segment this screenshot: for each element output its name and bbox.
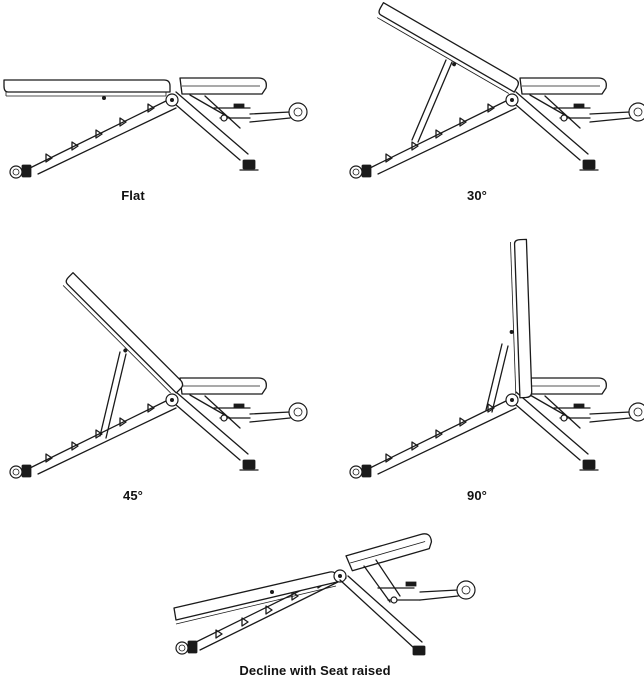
bench-45-diagram [0,300,320,485]
backrest-pad [506,239,532,398]
caption-45: 45° [123,488,143,503]
caption-decline: Decline with Seat raised [239,663,390,678]
bench-30-diagram [340,0,644,185]
bench-decline-diagram [168,520,488,660]
backrest-pad [174,572,337,624]
bench-90-diagram [340,300,644,485]
bench-flat-diagram [0,0,320,185]
caption-30: 30° [467,188,487,203]
caption-90: 90° [467,488,487,503]
backrest-pad [59,273,185,399]
seat-pad [346,532,433,571]
backrest-pad [373,3,520,99]
caption-flat: Flat [121,188,145,203]
backrest-pad [4,80,170,100]
